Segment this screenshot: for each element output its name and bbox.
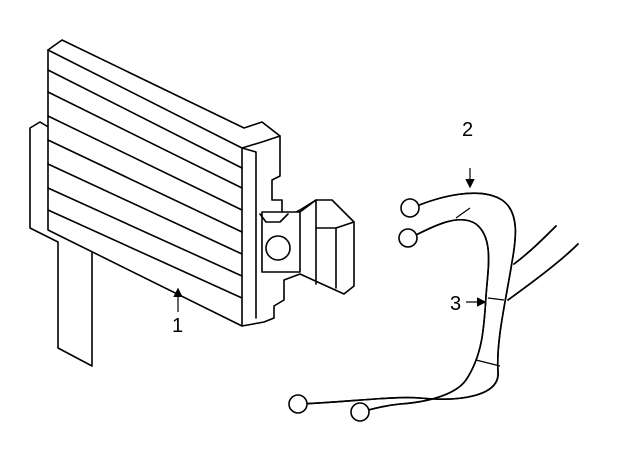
- callout-1: 1: [172, 287, 183, 337]
- cooler-core: [47, 39, 355, 327]
- oil-cooler: [29, 39, 355, 367]
- callout-1-label: 1: [172, 315, 183, 337]
- cooler-mount-hole: [265, 235, 291, 261]
- callout-3-label: 3: [450, 293, 461, 315]
- inlet-hose: [359, 218, 490, 413]
- cooler-hose-assembly: [288, 192, 579, 422]
- callout-2: 2: [462, 119, 475, 189]
- callout-3: 3: [450, 293, 487, 315]
- callout-2-label: 2: [462, 119, 473, 141]
